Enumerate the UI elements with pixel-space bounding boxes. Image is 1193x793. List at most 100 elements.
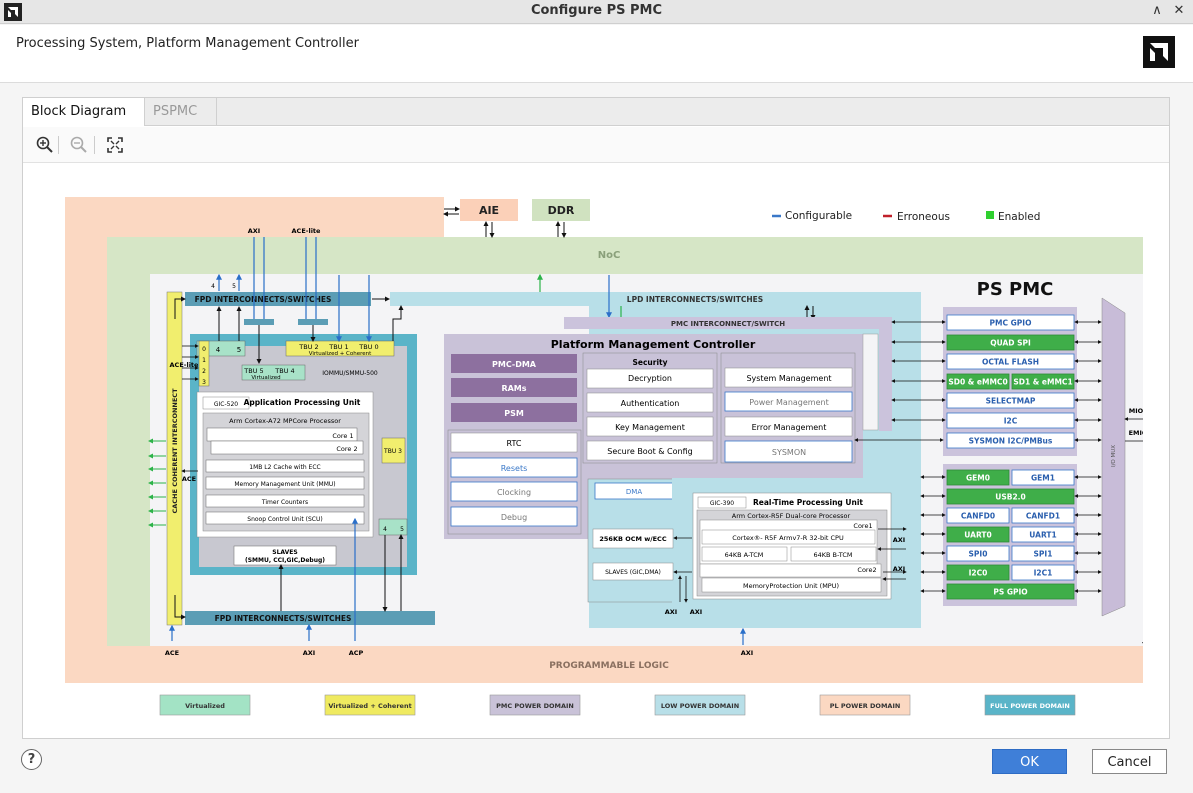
apu-slaves-sub: (SMMU, CCI,GIC,Debug) (245, 557, 325, 564)
ace-lite-ports (198, 340, 210, 387)
canfd0-box[interactable] (946, 507, 1010, 524)
debug-box[interactable] (450, 506, 578, 527)
minimize-button[interactable]: ∧ (1152, 3, 1162, 18)
error-management-label: Error Management (752, 423, 827, 432)
arrow (174, 595, 186, 620)
zoom-out-icon[interactable] (69, 135, 89, 155)
arrow (392, 305, 404, 341)
legend-enabled-swatch (986, 211, 994, 219)
close-button[interactable]: ✕ (1173, 3, 1185, 18)
tbu3-box (381, 437, 406, 464)
port-5-label: 5 (232, 283, 236, 290)
tbu1-label: TBU 1 (328, 343, 348, 351)
r5f-title: Arm Cortex-R5F Dual-core Processor (732, 512, 851, 520)
atcm-label: 64KB A-TCM (725, 551, 764, 559)
rams-block (451, 378, 577, 397)
zoom-in-icon[interactable] (35, 135, 55, 155)
tab-block-diagram[interactable]: Block Diagram (23, 98, 145, 126)
scu-box (205, 511, 365, 525)
help-button[interactable]: ? (21, 749, 42, 770)
secure-boot-box (586, 440, 714, 461)
spi1-box[interactable] (1011, 545, 1075, 562)
tab-block-diagram-label: Block Diagram (31, 104, 127, 119)
emio-label: EMIO (1129, 429, 1143, 437)
ocm-box (592, 528, 674, 549)
i2c-pmc-box[interactable] (946, 412, 1075, 429)
ok-button[interactable]: OK (992, 749, 1067, 774)
toolbar-separator (94, 136, 95, 154)
cancel-button[interactable]: Cancel (1092, 749, 1167, 774)
pmc-dma-label: PMC-DMA (492, 360, 537, 369)
clocking-box[interactable] (450, 481, 578, 502)
sysmon-i2c-box[interactable] (946, 432, 1075, 449)
programmable-logic-block (65, 646, 1143, 683)
quad-spi-box[interactable] (946, 334, 1075, 351)
legend-configurable-label: Configurable (785, 210, 852, 222)
tab-pspmc[interactable]: PSPMC (145, 98, 217, 126)
usb-box[interactable] (946, 488, 1075, 505)
axi-rpu-r2: AXI (893, 565, 905, 573)
lpd-interconnect (390, 292, 921, 306)
gem1-box[interactable] (1011, 469, 1075, 486)
uart1-box[interactable] (1011, 526, 1075, 543)
gic520-label: GIC-520 (214, 401, 238, 408)
gem0-box[interactable] (946, 469, 1010, 486)
mpu-label: MemoryProtection Unit (MPU) (743, 582, 839, 590)
power-management-box[interactable] (724, 391, 853, 412)
sd1-box[interactable] (1011, 373, 1075, 390)
i2c1-box[interactable] (1011, 564, 1075, 581)
iommu-label: IOMMU/SMMU-500 (322, 370, 378, 377)
ace-bottom-label: ACE (165, 649, 179, 657)
legend-label: Virtualized + Coherent (328, 702, 411, 710)
sysmon-box[interactable] (724, 440, 853, 463)
fpd-interconnect-top (185, 292, 371, 306)
ddr-block (532, 199, 590, 221)
i2c0-box[interactable] (946, 564, 1010, 581)
pmc-gpio-box[interactable] (946, 314, 1075, 331)
smmu-port-5b: 5 (400, 526, 404, 533)
resets-box[interactable] (450, 457, 578, 478)
axi-rpu-right: AXI (690, 608, 702, 616)
lpd-domain-edge (903, 306, 921, 628)
selectmap-box[interactable] (946, 392, 1075, 409)
peripheral-arrows (891, 320, 1102, 593)
rams-label: RAMs (501, 384, 526, 393)
spi0-box[interactable] (946, 545, 1010, 562)
fit-icon[interactable] (105, 135, 125, 155)
ps-gpio-box[interactable] (946, 583, 1075, 600)
aie-block (460, 199, 518, 221)
btcm-box (790, 546, 877, 562)
smmu-port-box-bottom (378, 518, 408, 536)
decryption-label: Decryption (628, 374, 672, 383)
l2-cache-box (205, 459, 365, 473)
tab-bar: Block Diagram PSPMC (23, 98, 1169, 126)
core1-label: Core 1 (332, 432, 353, 440)
rtc-label: RTC (507, 439, 522, 448)
dialog-header: Processing System, Platform Management C… (0, 25, 1193, 83)
octal-flash-box[interactable] (946, 353, 1075, 370)
gic520-box (202, 396, 250, 410)
pmc-gpio-label: PMC GPIO (990, 319, 1032, 328)
sysmon-i2c-label: SYSMON I2C/PMBus (969, 437, 1053, 446)
canfd0-label: CANFD0 (961, 512, 995, 521)
legend-swatch (324, 694, 416, 716)
core2-box (210, 440, 364, 455)
uart1-label: UART1 (1029, 531, 1056, 540)
mux (244, 319, 274, 325)
lpd-label: LPD INTERCONNECTS/SWITCHES (627, 295, 763, 304)
axi-lpd-bottom-label: AXI (741, 649, 753, 657)
legend-enabled-label: Enabled (998, 211, 1040, 223)
uart0-box[interactable] (946, 526, 1010, 543)
canfd1-box[interactable] (1011, 507, 1075, 524)
rpu-slaves-box (592, 562, 674, 581)
axi-top-label: AXI (248, 227, 260, 235)
psm-block (451, 403, 577, 422)
sysmon-label: SYSMON (772, 448, 806, 457)
noc-label: NoC (598, 250, 621, 261)
sd0-box[interactable] (946, 373, 1010, 390)
ddr-label: DDR (548, 204, 575, 217)
acp-bottom-label: ACP (349, 649, 364, 657)
